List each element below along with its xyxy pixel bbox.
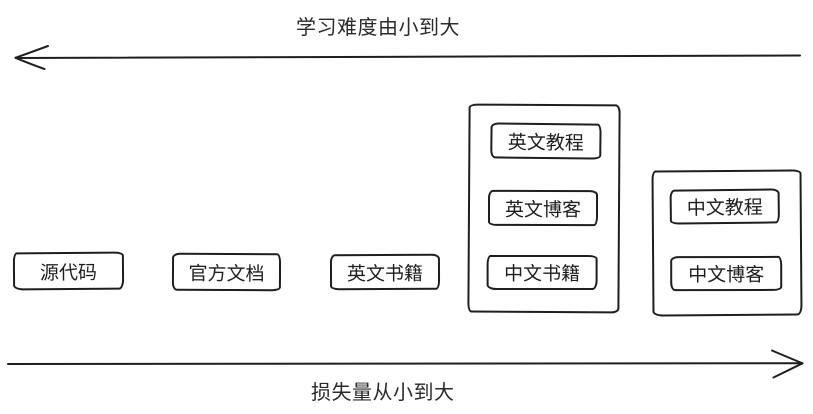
- node-chinese-books: 中文书籍: [486, 254, 598, 291]
- top-axis-label: 学习难度由小到大: [296, 17, 460, 39]
- node-chinese-tutorials: 中文教程: [669, 188, 780, 225]
- node-official-docs: 官方文档: [171, 252, 282, 292]
- node-english-blogs: 英文博客: [487, 189, 599, 227]
- left-arrow-icon: [14, 45, 801, 70]
- node-english-books-label: 英文书籍: [346, 263, 424, 285]
- bottom-axis-label: 损失量从小到大: [311, 382, 455, 404]
- group-english: 英文教程 英文博客 中文书籍: [467, 103, 621, 314]
- node-chinese-blogs-label: 中文博客: [688, 264, 765, 287]
- node-english-tutorials: 英文教程: [490, 122, 602, 160]
- node-english-blogs-label: 英文博客: [504, 199, 582, 221]
- node-official-docs-label: 官方文档: [188, 263, 265, 285]
- node-english-tutorials-label: 英文教程: [507, 132, 585, 154]
- node-chinese-tutorials-label: 中文教程: [686, 197, 763, 220]
- node-chinese-blogs: 中文博客: [670, 255, 783, 292]
- group-chinese: 中文教程 中文博客: [651, 169, 803, 317]
- node-source-code: 源代码: [12, 251, 125, 291]
- node-source-code-label: 源代码: [39, 262, 98, 284]
- node-english-books: 英文书籍: [329, 253, 441, 291]
- right-arrow-icon: [7, 349, 804, 379]
- node-chinese-books-label: 中文书籍: [504, 263, 581, 286]
